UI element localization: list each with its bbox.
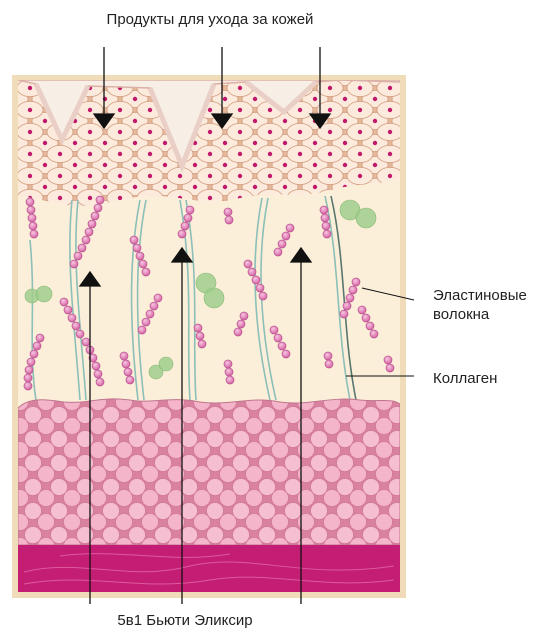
skin-care-products-label: Продукты для ухода за кожей	[0, 10, 420, 29]
muscle-layer	[18, 545, 400, 592]
collagen-label: Коллаген	[433, 369, 497, 388]
fat-layer	[18, 399, 400, 545]
elastin-fibers-label: Эластиновые волокна	[433, 286, 527, 324]
beauty-elixir-label: 5в1 Бьюти Эликсир	[0, 611, 370, 630]
